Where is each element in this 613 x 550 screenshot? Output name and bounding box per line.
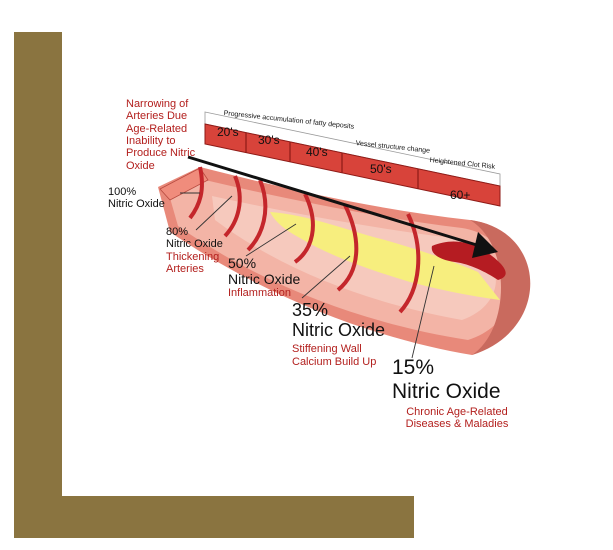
age-label-20s: 20's (217, 125, 239, 139)
stage-name: Nitric Oxide (228, 270, 301, 287)
stage-effect: Inflammation (228, 287, 291, 300)
leader-line (411, 265, 435, 359)
title-line: Oxide (126, 159, 155, 172)
stage-name: Nitric Oxide (292, 320, 386, 341)
age-label-40s: 40's (306, 145, 328, 159)
title-line: Produce Nitric (126, 147, 196, 160)
leader-lines (180, 192, 435, 359)
blood-flow-arrow (187, 155, 498, 258)
artery-tube (158, 167, 531, 355)
stage-name: Nitric Oxide (392, 379, 501, 403)
plaque-buildup (270, 212, 500, 300)
artery-ring (188, 166, 204, 220)
leader-line (245, 223, 297, 257)
age-label-60-plus: 60+ (450, 188, 471, 202)
artery-rings (188, 166, 421, 314)
leader-line (301, 255, 351, 299)
stage-percent: 15% (392, 356, 435, 379)
stage-percent: 50% (228, 255, 257, 271)
stage-effect: Calcium Build Up (292, 355, 377, 368)
stage-100-label: 100% Nitric Oxide (108, 186, 165, 211)
title-line: Inability to (126, 134, 176, 147)
stage-80-label: 80% Nitric Oxide Thickening Arteries (166, 226, 223, 275)
artery-end-rim (470, 220, 531, 355)
stage-effect: Thickening (166, 250, 220, 263)
stage-35-label: 35% Nitric Oxide Stiffening Wall Calcium… (292, 300, 385, 368)
arrow-shaft (187, 155, 481, 248)
artery-opening (159, 167, 209, 201)
stage-50-label: 50% Nitric Oxide Inflammation (228, 255, 301, 300)
title-line: Narrowing of (126, 98, 189, 110)
artery-ring (246, 179, 268, 252)
age-label-30s: 30's (258, 133, 280, 147)
frame-left-bar (14, 32, 62, 538)
stage-name: Nitric Oxide (108, 198, 165, 211)
title-line: Age-Related (126, 122, 188, 135)
arrow-head (472, 232, 498, 258)
artery-ring (293, 193, 315, 264)
stage-effect: Diseases & Maladies (405, 418, 509, 431)
title-line: Arteries Due (126, 110, 188, 123)
stage-percent: 80% (166, 226, 189, 238)
stage-percent: 100% (108, 186, 137, 198)
stage-effect: Arteries (166, 262, 204, 275)
timeline-age-strip (204, 123, 501, 207)
diagram-title: Narrowing of Arteries Due Age-Related In… (126, 98, 195, 172)
blood-clot (431, 241, 506, 280)
frame-bottom-bar (14, 496, 414, 538)
stage-name: Nitric Oxide (166, 238, 223, 251)
stage-effect: Chronic Age-Related (406, 406, 508, 419)
leader-line (195, 195, 233, 231)
stage-effect: Stiffening Wall (292, 343, 362, 356)
stage-15-label: 15% Nitric Oxide Chronic Age-Related Dis… (392, 356, 522, 431)
age-label-50s: 50's (370, 162, 392, 176)
timeline-ribbon (204, 111, 501, 207)
frame-top-bar (14, 32, 62, 56)
artery-ring (223, 175, 242, 238)
artery-ring (336, 204, 359, 292)
stage-percent: 35% (292, 300, 329, 320)
